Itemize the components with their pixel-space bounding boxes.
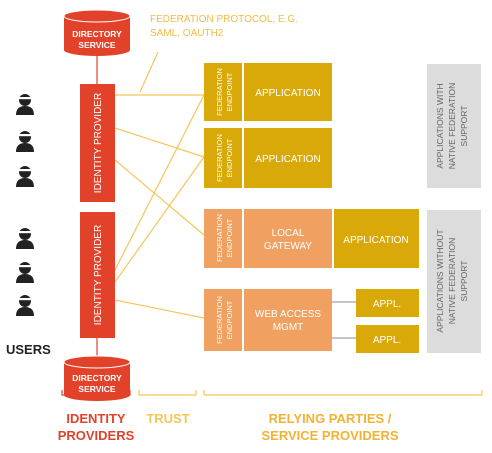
link-idp1-ep3 bbox=[114, 159, 205, 236]
endpoint-line1: FEDERATION bbox=[215, 296, 224, 344]
identity-provider-top-label: IDENTITY PROVIDER bbox=[93, 93, 104, 193]
user-icon bbox=[16, 131, 34, 152]
appl-box bbox=[356, 289, 419, 317]
user-icon bbox=[16, 166, 34, 187]
identity-provider-bottom: IDENTITY PROVIDER bbox=[80, 212, 115, 338]
application-box bbox=[334, 209, 419, 268]
endpoint-line1: FEDERATION bbox=[215, 214, 224, 262]
directory-service-top: DIRECTORY SERVICE bbox=[63, 9, 131, 56]
local-gateway-line2: GATEWAY bbox=[264, 241, 312, 252]
bottom-brackets bbox=[61, 390, 483, 396]
users-label: USERS bbox=[6, 342, 51, 357]
row-native-1: FEDERATION ENDPOINT APPLICATION bbox=[204, 63, 332, 121]
directory-bottom-line2: SERVICE bbox=[78, 384, 115, 394]
application-label: APPLICATION bbox=[255, 154, 320, 165]
side-panel-native: APPLICATIONS WITH NATIVE FEDERATION SUPP… bbox=[427, 64, 481, 188]
federation-endpoint bbox=[204, 128, 242, 188]
side-native-line1: APPLICATIONS WITH bbox=[435, 83, 445, 168]
web-access-line1: WEB ACCESS bbox=[255, 309, 321, 320]
application-label: APPLICATION bbox=[255, 88, 320, 99]
bottom-relying-line2: SERVICE PROVIDERS bbox=[261, 428, 398, 443]
endpoint-line1: FEDERATION bbox=[215, 134, 224, 182]
protocol-leader-line bbox=[139, 51, 159, 93]
bracket-identity bbox=[61, 390, 131, 396]
row-gateway: FEDERATION ENDPOINT LOCAL GATEWAY APPLIC… bbox=[204, 209, 419, 268]
application-label: APPLICATION bbox=[343, 235, 408, 246]
directory-top-line1: DIRECTORY bbox=[72, 29, 122, 39]
link-idp1-ep2 bbox=[114, 127, 205, 158]
local-gateway-box bbox=[244, 209, 332, 268]
side-without-line2: NATIVE FEDERATION bbox=[447, 238, 457, 325]
bottom-trust: TRUST bbox=[146, 411, 189, 426]
federation-endpoint bbox=[204, 209, 242, 268]
web-access-box bbox=[244, 289, 332, 351]
endpoint-line2: ENDPOINT bbox=[225, 72, 234, 111]
identity-provider-top: IDENTITY PROVIDER bbox=[80, 84, 115, 202]
side-native-line2: NATIVE FEDERATION bbox=[447, 83, 457, 170]
endpoint-line2: ENDPOINT bbox=[225, 218, 234, 257]
bracket-relying bbox=[203, 390, 483, 396]
database-icon bbox=[64, 16, 130, 56]
database-icon bbox=[64, 362, 130, 401]
identity-provider-bottom-label: IDENTITY PROVIDER bbox=[93, 225, 104, 325]
protocol-note-line1: FEDERATION PROTOCOL, E.G. bbox=[150, 14, 298, 25]
federation-endpoint bbox=[204, 289, 242, 351]
row-web-access: FEDERATION ENDPOINT WEB ACCESS MGMT APPL… bbox=[204, 289, 419, 353]
endpoint-line1: FEDERATION bbox=[215, 68, 224, 116]
link-idp2-ep1 bbox=[114, 94, 205, 271]
directory-service-bottom: DIRECTORY SERVICE bbox=[63, 355, 131, 401]
local-gateway-line1: LOCAL bbox=[272, 228, 305, 239]
side-panel-without: APPLICATIONS WITHOUT NATIVE FEDERATION S… bbox=[427, 210, 481, 353]
side-native-line3: SUPPORT bbox=[459, 106, 469, 147]
directory-bottom-line1: DIRECTORY bbox=[72, 373, 122, 383]
side-without-line3: SUPPORT bbox=[459, 261, 469, 302]
federation-endpoint bbox=[204, 63, 242, 121]
web-access-line2: MGMT bbox=[273, 322, 304, 333]
bracket-trust bbox=[138, 390, 197, 396]
protocol-note-line2: SAML, OAUTH2 bbox=[150, 28, 224, 39]
user-icon bbox=[16, 94, 34, 115]
user-icon bbox=[16, 295, 34, 316]
application-box bbox=[244, 128, 332, 188]
row-native-2: FEDERATION ENDPOINT APPLICATION bbox=[204, 128, 332, 188]
endpoint-line2: ENDPOINT bbox=[225, 138, 234, 177]
bottom-identity-line2: PROVIDERS bbox=[58, 428, 135, 443]
link-idp2-ep4 bbox=[114, 299, 205, 319]
bottom-identity-line1: IDENTITY bbox=[66, 411, 126, 426]
user-icon bbox=[16, 262, 34, 283]
link-idp2-ep2 bbox=[114, 156, 205, 283]
appl-label: APPL. bbox=[373, 299, 401, 310]
bottom-relying-line1: RELYING PARTIES / bbox=[269, 411, 392, 426]
appl-label: APPL. bbox=[373, 335, 401, 346]
directory-top-line2: SERVICE bbox=[78, 40, 115, 50]
appl-box bbox=[356, 325, 419, 353]
user-icon bbox=[16, 228, 34, 249]
users-group: USERS bbox=[6, 94, 51, 357]
application-box bbox=[244, 63, 332, 121]
connection-lines bbox=[114, 51, 205, 319]
side-without-line1: APPLICATIONS WITHOUT bbox=[435, 229, 445, 332]
endpoint-line2: ENDPOINT bbox=[225, 300, 234, 339]
